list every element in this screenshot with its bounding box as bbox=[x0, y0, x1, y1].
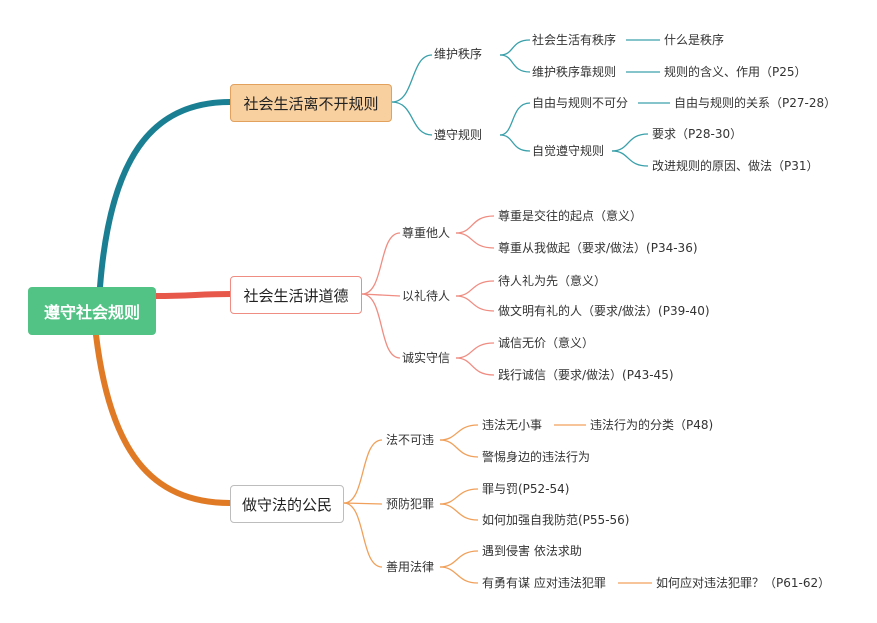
detail-node[interactable]: 自由与规则的关系（P27-28） bbox=[674, 96, 837, 110]
leaf-node[interactable]: 警惕身边的违法行为 bbox=[482, 450, 591, 464]
sub-node[interactable]: 善用法律 bbox=[386, 560, 435, 574]
detail-node[interactable]: 改进规则的原因、做法（P31） bbox=[652, 159, 819, 173]
branch-node-1[interactable]: 社会生活离不开规则 bbox=[230, 84, 392, 122]
link-root-b2 bbox=[153, 291, 233, 299]
leaf-node[interactable]: 罪与罚(P52-54) bbox=[482, 482, 570, 496]
root-node[interactable]: 遵守社会规则 bbox=[28, 287, 156, 335]
branch-node-3[interactable]: 做守法的公民 bbox=[230, 485, 344, 523]
leaf-node[interactable]: 违法无小事 bbox=[482, 418, 543, 432]
sub-node[interactable]: 预防犯罪 bbox=[386, 497, 435, 511]
detail-node[interactable]: 违法行为的分类（P48) bbox=[590, 418, 714, 432]
sub-node[interactable]: 诚实守信 bbox=[402, 351, 451, 365]
sub-node[interactable]: 维护秩序 bbox=[434, 47, 483, 61]
detail-node[interactable]: 要求（P28-30） bbox=[652, 127, 743, 141]
leaf-node[interactable]: 维护秩序靠规则 bbox=[532, 65, 617, 79]
leaf-node[interactable]: 如何加强自我防范(P55-56) bbox=[482, 513, 630, 527]
leaf-node[interactable]: 遇到侵害 依法求助 bbox=[482, 544, 582, 558]
leaf-node[interactable]: 有勇有谋 应对违法犯罪 bbox=[482, 576, 606, 590]
sub-node[interactable]: 法不可违 bbox=[386, 433, 435, 447]
leaf-node[interactable]: 社会生活有秩序 bbox=[532, 33, 617, 47]
link-root-b3 bbox=[93, 332, 233, 506]
leaf-node[interactable]: 自觉遵守规则 bbox=[532, 144, 605, 158]
sub-node[interactable]: 以礼待人 bbox=[402, 289, 451, 303]
leaf-node[interactable]: 尊重从我做起（要求/做法）(P34-36) bbox=[498, 241, 698, 255]
leaf-node[interactable]: 待人礼为先（意义） bbox=[498, 274, 607, 288]
link-root-b1 bbox=[97, 99, 233, 290]
detail-node[interactable]: 什么是秩序 bbox=[664, 33, 725, 47]
leaf-node[interactable]: 践行诚信（要求/做法）(P43-45) bbox=[498, 368, 674, 382]
leaf-node[interactable]: 尊重是交往的起点（意义） bbox=[498, 209, 643, 223]
leaf-node[interactable]: 诚信无价（意义） bbox=[498, 336, 595, 350]
leaf-node[interactable]: 自由与规则不可分 bbox=[532, 96, 629, 110]
detail-node[interactable]: 如何应对违法犯罪？（P61-62） bbox=[656, 576, 831, 590]
branch-node-2[interactable]: 社会生活讲道德 bbox=[230, 276, 362, 314]
leaf-node[interactable]: 做文明有礼的人（要求/做法）(P39-40) bbox=[498, 304, 710, 318]
sub-node[interactable]: 遵守规则 bbox=[434, 128, 483, 142]
sub-node[interactable]: 尊重他人 bbox=[402, 226, 451, 240]
detail-node[interactable]: 规则的含义、作用（P25） bbox=[664, 65, 807, 79]
